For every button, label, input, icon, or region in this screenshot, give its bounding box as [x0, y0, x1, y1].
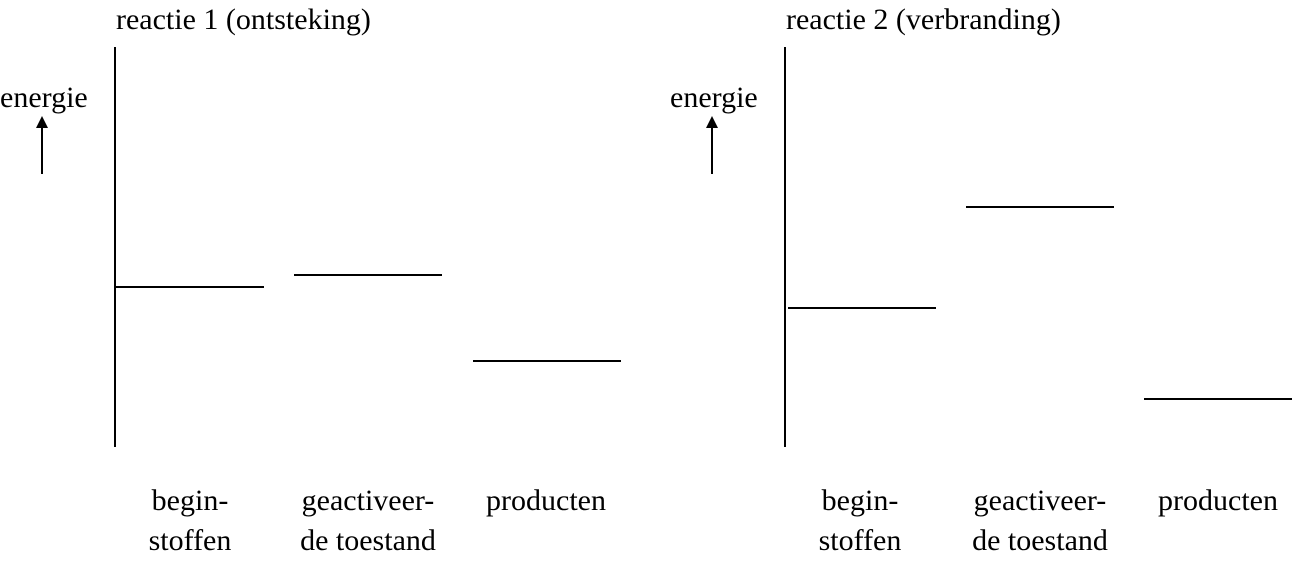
energy-axis [114, 47, 116, 447]
column-label-line: producten [486, 484, 606, 517]
up-arrow-icon [36, 116, 48, 174]
column-label-producten: producten [470, 481, 622, 521]
column-label-beginstoffen: begin- stoffen [800, 481, 920, 561]
column-label-line: stoffen [818, 524, 902, 557]
energy-diagram-reaction-2: reactie 2 (verbranding) energie begin- s… [670, 0, 1294, 567]
y-axis-label: energie [670, 81, 758, 114]
column-label-line: geactiveer- [301, 484, 435, 517]
level-geactiveerde-toestand [966, 206, 1114, 208]
level-beginstoffen [788, 307, 936, 309]
level-producten [473, 360, 621, 362]
level-geactiveerde-toestand [294, 274, 442, 276]
column-label-producten: producten [1142, 481, 1294, 521]
column-label-beginstoffen: begin- stoffen [130, 481, 250, 561]
level-producten [1144, 398, 1292, 400]
column-label-geactiveerde-toestand: geactiveer- de toestand [280, 481, 456, 561]
column-label-line: geactiveer- [973, 484, 1107, 517]
column-label-geactiveerde-toestand: geactiveer- de toestand [952, 481, 1128, 561]
up-arrow-icon [706, 116, 718, 174]
column-label-line: stoffen [148, 524, 232, 557]
energy-axis [784, 47, 786, 447]
column-label-line: producten [1158, 484, 1278, 517]
column-label-line: de toestand [972, 524, 1108, 557]
column-label-line: begin- [151, 484, 229, 517]
level-beginstoffen [116, 286, 264, 288]
column-label-line: begin- [821, 484, 899, 517]
diagram-title: reactie 1 (ontsteking) [116, 3, 371, 36]
energy-diagram-reaction-1: reactie 1 (ontsteking) energie begin- st… [0, 0, 640, 567]
column-label-line: de toestand [300, 524, 436, 557]
y-axis-label: energie [0, 81, 88, 114]
diagram-title: reactie 2 (verbranding) [786, 3, 1061, 36]
